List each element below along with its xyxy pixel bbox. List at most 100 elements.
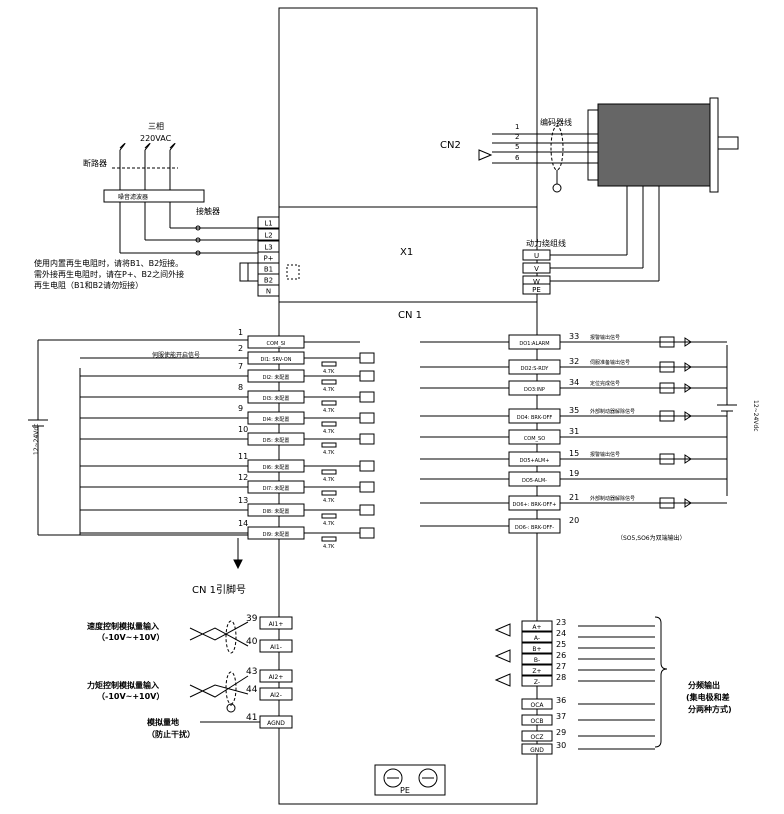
resistor-label: 4.7K <box>323 544 335 550</box>
do-terminal-32-label: DO2:S-RDY <box>521 366 550 372</box>
x1-terminal-b2: B2 <box>257 273 280 286</box>
encoder-out-terminal-27-label: Z+ <box>532 668 541 675</box>
optocoupler-icon <box>359 352 375 364</box>
resistor-label: 4.7K <box>323 498 335 504</box>
encoder-out-terminal-23: A+ <box>521 620 553 632</box>
cn1-caption-arrow <box>233 538 243 570</box>
x1-terminal-n-box <box>257 284 280 297</box>
supply-right-label: 12~24Vdc <box>752 400 759 432</box>
motor-power-lines <box>550 186 660 282</box>
x1-terminal-l3: L3 <box>257 240 280 253</box>
do-terminal-34: DO3:INP <box>508 380 561 396</box>
encoder-out-terminal-28-box <box>521 675 553 687</box>
do-pin-number: 34 <box>569 378 579 387</box>
di-terminal-10-label: DI5: 未配置 <box>263 437 290 444</box>
do-pin-number: 31 <box>569 427 579 436</box>
x1-terminal-v: V <box>522 262 551 274</box>
analog-gnd-label: 模拟量地 <box>147 717 179 727</box>
encoder-out-pin-number: 26 <box>556 651 566 660</box>
do-terminal-19: DO5-ALM- <box>508 471 561 487</box>
resistor-icon <box>321 490 337 496</box>
do-pin-number: 33 <box>569 332 579 341</box>
x1-terminal-l1-label: L1 <box>264 220 272 228</box>
do-pin-number: 21 <box>569 493 579 502</box>
analog-terminal-40-box <box>259 639 293 653</box>
encoder-out-pin-number: 24 <box>556 629 566 638</box>
x1-terminal-pe-label: PE <box>532 286 541 294</box>
do-terminal-31: COM_SO <box>508 429 561 445</box>
do-terminal-33-label: DO1:ALARM <box>519 341 549 347</box>
di-terminal-2: DI1: SRV-ON <box>247 351 305 365</box>
x1-terminal-n: N <box>257 284 280 297</box>
analog-terminal-43: AI2+ <box>259 669 293 683</box>
do-terminal-32: DO2:S-RDY <box>508 359 561 375</box>
x1-terminal-pe-box <box>522 283 551 295</box>
encoder-out-pin-number: 37 <box>556 712 566 721</box>
do-pin-number: 35 <box>569 406 579 415</box>
di-terminal-12-label: DI7: 未配置 <box>263 485 290 492</box>
di-pin-number: 8 <box>238 383 243 392</box>
do-terminal-21: DO6+: BRK-OFF+ <box>508 495 561 511</box>
x1-terminal-pplus: P+ <box>257 251 280 264</box>
analog-terminal-39-label: AI1+ <box>269 621 284 628</box>
encoder-out-pin-number: 30 <box>556 741 566 750</box>
regen-note-1: 使用内置再生电阻时，请将B1、B2短接。 <box>34 258 183 268</box>
divider-output-label-2: (集电极和差 <box>686 692 730 702</box>
motor-icon <box>587 97 739 193</box>
analog-terminal-41-box <box>259 715 293 729</box>
x1-terminal-b2-label: B2 <box>264 277 273 285</box>
resistor-label: 4.7K <box>323 521 335 527</box>
do-note: 外部制动器解除信号 <box>590 408 635 415</box>
di-pin-number: 12 <box>238 473 248 482</box>
analog-terminal-43-label: AI2+ <box>269 674 284 681</box>
di-pin-number: 2 <box>238 344 243 353</box>
encoder-label: 编码器线 <box>540 117 572 127</box>
x1-terminal-l2: L2 <box>257 228 280 241</box>
analog-terminal-43-box <box>259 669 293 683</box>
analog-terminal-44-box <box>259 687 293 701</box>
encoder-out-terminal-37-box <box>521 714 553 726</box>
di-pin-number: 11 <box>238 452 248 461</box>
encoder-out-terminal-37-label: OCB <box>530 718 543 725</box>
analog-pin-number: 39 <box>246 614 258 624</box>
breaker-label: 断路器 <box>83 158 107 168</box>
encoder-output-wiring <box>494 616 668 748</box>
encoder-out-pin-number: 23 <box>556 618 566 627</box>
di-terminal-14-label: DI9: 未配置 <box>263 531 290 538</box>
di-terminal-1: COM_SI <box>247 335 305 349</box>
analog-pin-number: 44 <box>246 685 258 695</box>
x1-terminal-pplus-label: P+ <box>263 255 273 263</box>
resistor-label: 4.7K <box>323 429 335 435</box>
resistor-label: 4.7K <box>323 408 335 414</box>
pe-label: PE <box>400 786 410 795</box>
encoder-out-terminal-27: Z+ <box>521 664 553 676</box>
encoder-out-terminal-25-label: B+ <box>532 646 541 653</box>
do-terminal-15-label: DO5+ALM+ <box>520 458 550 464</box>
encoder-out-terminal-26: B- <box>521 653 553 665</box>
encoder-out-terminal-26-box <box>521 653 553 665</box>
cn2-pin-2: 2 <box>515 133 519 141</box>
encoder-out-terminal-23-box <box>521 620 553 632</box>
do-terminal-35: DO4: BRK-OFF <box>508 408 561 424</box>
x1-terminal-u-label: U <box>534 252 539 260</box>
supply-left-label: 12~24Vdc <box>33 423 40 455</box>
di-terminal-11-label: DI6: 未配置 <box>263 464 290 471</box>
encoder-out-terminal-28-label: Z- <box>534 679 540 686</box>
do-terminal-35-label: DO4: BRK-OFF <box>517 415 553 421</box>
analog-terminal-40: AI1- <box>259 639 293 653</box>
do-terminal-19-label: DO5-ALM- <box>522 478 547 484</box>
speed-analog-label: 速度控制模拟量输入 <box>87 621 159 631</box>
resistor-icon <box>321 442 337 448</box>
cn2-pin-5: 5 <box>515 143 519 151</box>
do-terminal-21-label: DO6+: BRK-OFF+ <box>513 502 557 508</box>
analog-pin-number: 43 <box>246 667 257 677</box>
resistor-icon <box>321 536 337 542</box>
cn2-pin-1: 1 <box>515 123 519 131</box>
do-note: 外部制动器解除信号 <box>590 495 635 502</box>
di-terminal-12: DI7: 未配置 <box>247 480 305 494</box>
motor-wiring-label: 动力绕组线 <box>526 238 566 248</box>
